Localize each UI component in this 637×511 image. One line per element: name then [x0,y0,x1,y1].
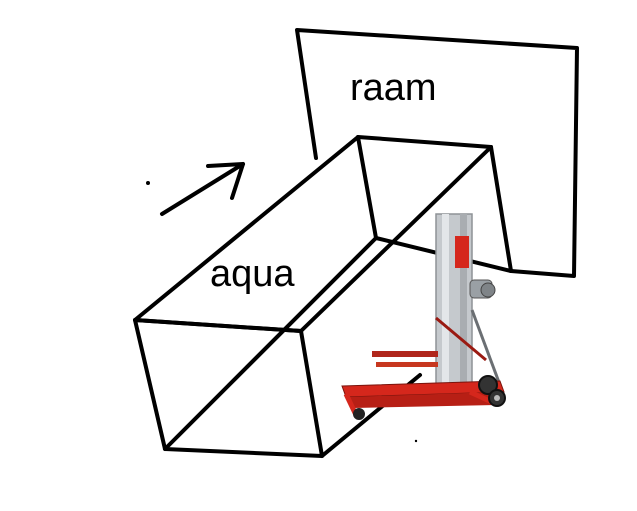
aquarium-label: aqua [210,253,295,295]
stray-dot [414,439,418,443]
window-label: raam [350,67,437,109]
window-frame [295,28,579,278]
arrow-up-right-icon [146,162,245,216]
aquarium-box [133,135,513,458]
material-lift-icon [341,213,506,420]
